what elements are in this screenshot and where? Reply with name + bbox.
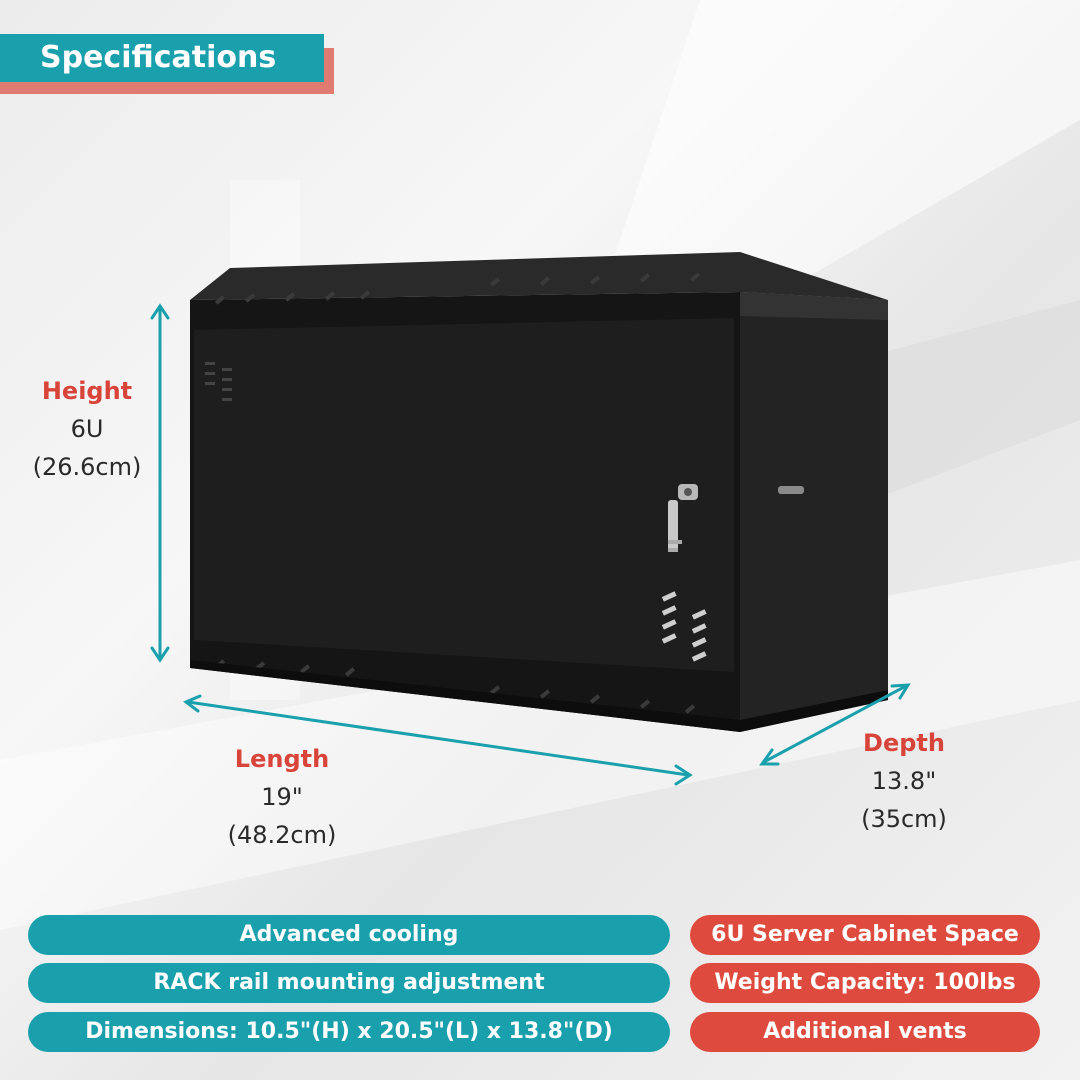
length-label: Length — [234, 745, 330, 773]
height-label: Height — [41, 377, 133, 405]
depth-spec: Depth 13.8" (35cm) — [836, 724, 972, 838]
feature-pill-weight: Weight Capacity: 100lbs — [690, 963, 1040, 1003]
length-value: 19" — [261, 783, 303, 811]
depth-value: 13.8" — [871, 767, 937, 795]
feature-pill-space: 6U Server Cabinet Space — [690, 915, 1040, 955]
feature-pill-vents: Additional vents — [690, 1012, 1040, 1052]
feature-pill-dimensions: Dimensions: 10.5"(H) x 20.5"(L) x 13.8"(… — [28, 1012, 670, 1052]
length-metric: (48.2cm) — [227, 821, 337, 849]
length-spec: Length 19" (48.2cm) — [212, 740, 352, 854]
height-spec: Height 6U (26.6cm) — [20, 372, 154, 486]
feature-pill-rail: RACK rail mounting adjustment — [28, 963, 670, 1003]
lock-icon — [668, 484, 698, 552]
page-title: Specifications — [0, 34, 324, 82]
depth-metric: (35cm) — [861, 805, 947, 833]
height-value: 6U — [70, 415, 104, 443]
depth-label: Depth — [863, 729, 945, 757]
height-metric: (26.6cm) — [32, 453, 142, 481]
feature-pill-cooling: Advanced cooling — [28, 915, 670, 955]
